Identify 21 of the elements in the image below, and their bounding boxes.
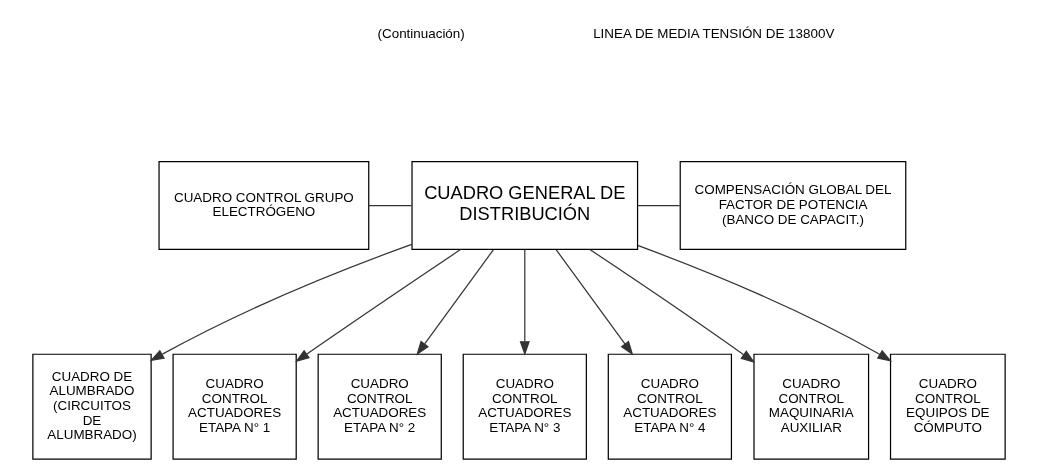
label: (Continuación): [377, 26, 465, 42]
connector: [368, 204, 413, 207]
arrow: [589, 248, 756, 364]
node-box: CUADRO CONTROL ACTUADORES ETAPA N° 3: [462, 353, 587, 460]
node-box: CUADRO CONTROL EQUIPOS DE CÓMPUTO: [889, 353, 1006, 460]
connector: [637, 204, 681, 207]
node-box: CUADRO CONTROL GRUPO ELECTRÓGENO: [158, 161, 370, 250]
arrow: [637, 244, 892, 362]
arrow: [295, 248, 462, 363]
node-box: CUADRO CONTROL ACTUADORES ETAPA N° 4: [607, 353, 733, 460]
arrow: [149, 243, 413, 362]
node-box: CUADRO DE ALUMBRADO (CIRCUITOS DE ALUMBRADO): [32, 353, 152, 460]
arrow: [519, 249, 530, 356]
label: LINEA DE MEDIA TENSIÓN DE 13800V: [593, 26, 835, 42]
node-box: CUADRO CONTROL ACTUADORES ETAPA N° 2: [317, 353, 442, 460]
arrow: [555, 249, 634, 356]
node-box: COMPENSACIÓN GLOBAL DEL FACTOR DE POTENCIA (BANCO DE CAPACIT.): [679, 161, 907, 250]
node-box: CUADRO CONTROL MAQUINARIA AUXILIAR: [753, 353, 870, 460]
node-box: CUADRO GENERAL DE DISTRIBUCIÓN: [411, 161, 639, 250]
node-box: CUADRO CONTROL ACTUADORES ETAPA N° 1: [172, 353, 297, 460]
arrow: [416, 249, 494, 356]
